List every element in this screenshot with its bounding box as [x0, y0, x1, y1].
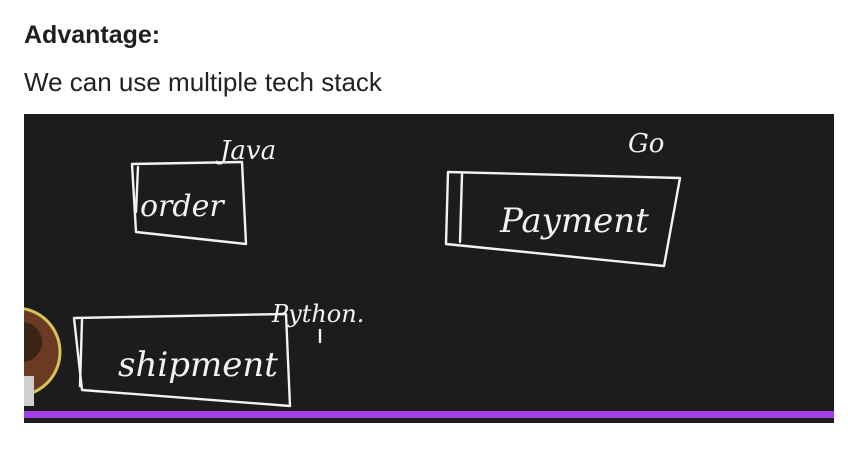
service-order-box [130, 160, 248, 246]
service-shipment-tech: Python. [271, 300, 364, 328]
service-order-label: order [140, 189, 225, 224]
service-payment-box [444, 170, 682, 268]
presenter-avatar [24, 307, 62, 406]
section-heading: Advantage: [24, 21, 161, 49]
service-shipment-box [72, 312, 292, 408]
service-shipment-label: shipment [118, 345, 278, 385]
service-order: order Java [130, 136, 276, 246]
service-payment: Payment Go [444, 129, 682, 268]
service-payment-tech: Go [628, 129, 664, 159]
video-progress-bar[interactable] [24, 411, 834, 418]
service-order-tech: Java [215, 136, 276, 166]
service-payment-label: Payment [499, 201, 649, 241]
section-description: We can use multiple tech stack [24, 67, 382, 97]
video-player[interactable]: order Java Payment Go shipment Python. [24, 114, 834, 423]
video-progress-fill [24, 411, 834, 418]
service-shipment: shipment Python. [72, 300, 364, 408]
whiteboard-canvas: order Java Payment Go shipment Python. [24, 129, 682, 408]
